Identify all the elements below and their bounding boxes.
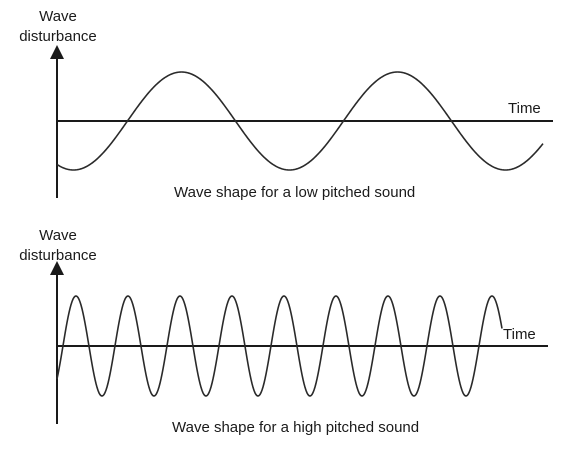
low-pitch-wave [56, 71, 544, 171]
high-panel-caption: Wave shape for a high pitched sound [172, 419, 419, 436]
low-panel-y-label-line1: Wave [39, 8, 77, 25]
high-panel-y-label-line1: Wave [39, 227, 77, 244]
low-panel-caption: Wave shape for a low pitched sound [174, 184, 415, 201]
panel-low-pitch: Wave disturbance Time Wave shape for a l… [19, 8, 553, 201]
low-panel-y-label-line2: disturbance [19, 28, 97, 45]
low-panel-time-label: Time [508, 100, 541, 117]
high-pitch-wave [56, 295, 503, 397]
high-panel-y-label-line2: disturbance [19, 247, 97, 264]
panel-high-pitch: Wave disturbance Time Wave shape for a h… [19, 227, 548, 436]
high-panel-time-label: Time [503, 326, 536, 343]
